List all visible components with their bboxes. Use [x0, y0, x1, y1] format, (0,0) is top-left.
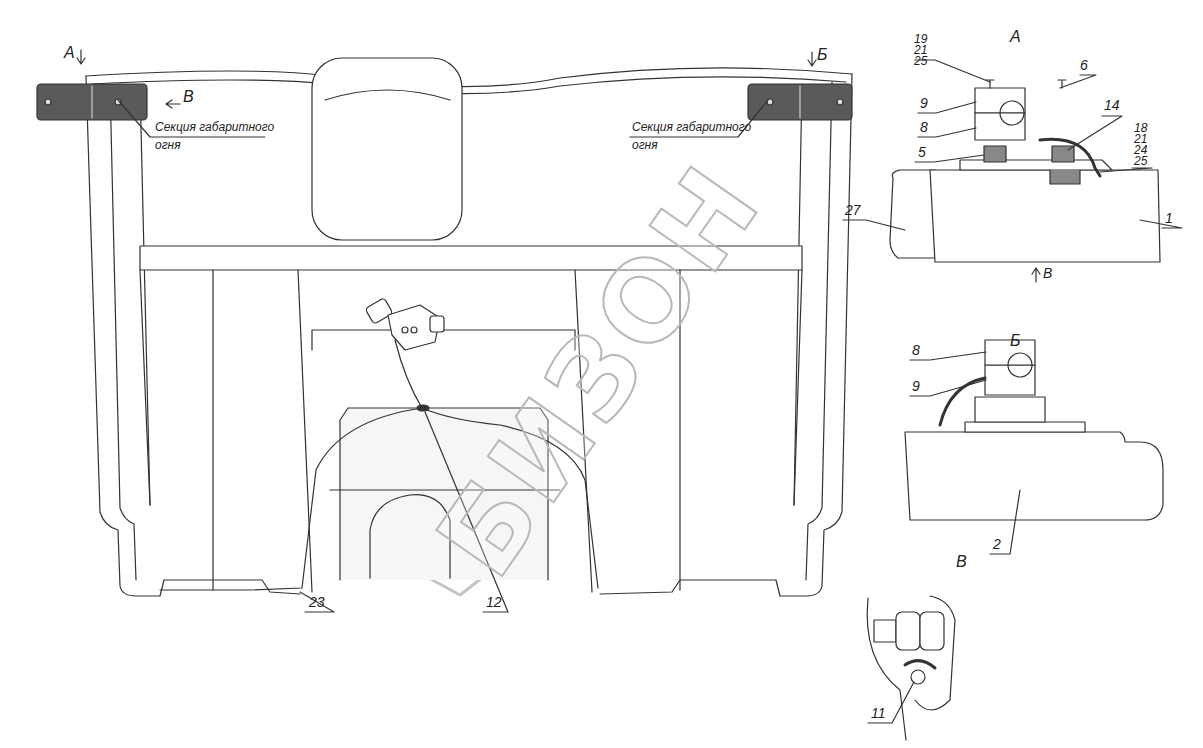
callout-number: 6 — [1080, 58, 1088, 73]
callout-number: 8 — [912, 343, 920, 358]
callout-number: 27 — [845, 203, 861, 218]
callout-number: 11 — [871, 706, 886, 721]
callout-number: 12 — [486, 595, 502, 610]
view-letter: В — [183, 88, 194, 106]
callout-number: 25 — [914, 55, 927, 68]
part-caption: Секция габаритного огня — [155, 118, 285, 154]
view-letter: Б — [817, 46, 827, 64]
view-letter: А — [64, 44, 75, 62]
part-caption: Секция габаритного огня — [632, 118, 762, 154]
callout-number: 23 — [309, 595, 325, 610]
callout-number: 25 — [1134, 155, 1147, 168]
callout-number: 14 — [1104, 98, 1120, 113]
callout-number: 9 — [912, 379, 920, 394]
callout-number: 1 — [1165, 211, 1173, 226]
watermark: БИЗОН — [413, 141, 787, 599]
view-title: Б — [1010, 332, 1020, 350]
view-title: А — [1010, 28, 1021, 46]
callout-number: 9 — [920, 96, 928, 111]
view-title: В — [956, 553, 967, 571]
view-letter: В — [1043, 266, 1052, 281]
callout-number: 5 — [918, 145, 926, 160]
callout-number: 8 — [920, 120, 928, 135]
callout-number: 2 — [993, 537, 1001, 552]
